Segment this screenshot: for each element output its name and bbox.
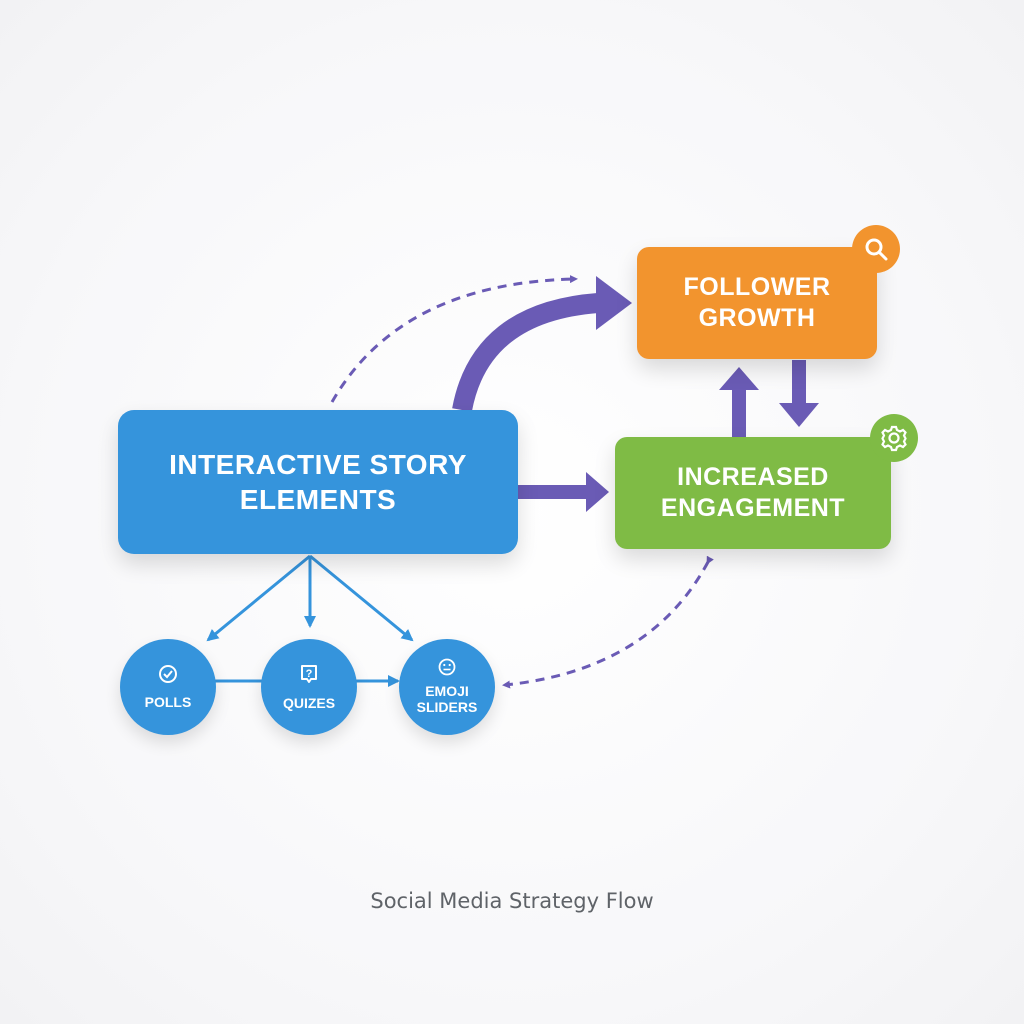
dashed-arrow-top	[330, 275, 578, 403]
node-label-line1: INCREASED	[677, 462, 829, 491]
emoji-label-line1: EMOJI	[425, 682, 469, 699]
branch-to-polls	[206, 554, 311, 642]
diagram-caption: Social Media Strategy Flow	[370, 889, 654, 913]
node-label-line2: ELEMENTS	[239, 484, 397, 515]
quizes-node[interactable]: ? QUIZES	[261, 639, 357, 735]
dashed-arrow-bottom	[502, 555, 714, 689]
arrow-up	[732, 388, 746, 437]
curved-arrow-to-follower	[452, 293, 599, 413]
increased-engagement-node[interactable]: INCREASED ENGAGEMENT	[615, 437, 891, 549]
polls-node[interactable]: POLLS	[120, 639, 216, 735]
arrow-to-engagement	[518, 485, 588, 499]
emoji-face-icon	[438, 658, 456, 680]
node-label-line2: GROWTH	[698, 304, 816, 332]
arrow-up-head	[719, 367, 759, 390]
follower-growth-node[interactable]: FOLLOWER GROWTH	[637, 247, 877, 359]
question-bubble-icon: ?	[299, 663, 319, 689]
polls-label: POLLS	[144, 693, 192, 710]
svg-text:?: ?	[306, 668, 313, 680]
search-icon	[852, 225, 900, 273]
arrow-to-engagement-head	[586, 472, 609, 512]
node-label-line1: INTERACTIVE STORY	[169, 449, 467, 480]
emoji-sliders-node[interactable]: EMOJI SLIDERS	[399, 639, 495, 735]
gear-icon	[870, 414, 918, 462]
check-circle-icon	[158, 664, 178, 688]
interactive-story-elements-node[interactable]: INTERACTIVE STORY ELEMENTS	[118, 410, 518, 554]
arrow-down-head	[779, 403, 819, 427]
curved-arrow-head	[596, 276, 632, 330]
emoji-label-line2: SLIDERS	[416, 699, 478, 716]
arrow-down	[792, 360, 806, 405]
node-label-line1: FOLLOWER	[683, 272, 831, 301]
node-label-line2: ENGAGEMENT	[660, 494, 846, 522]
branch-to-emoji	[309, 554, 414, 642]
quizes-label: QUIZES	[282, 694, 336, 711]
